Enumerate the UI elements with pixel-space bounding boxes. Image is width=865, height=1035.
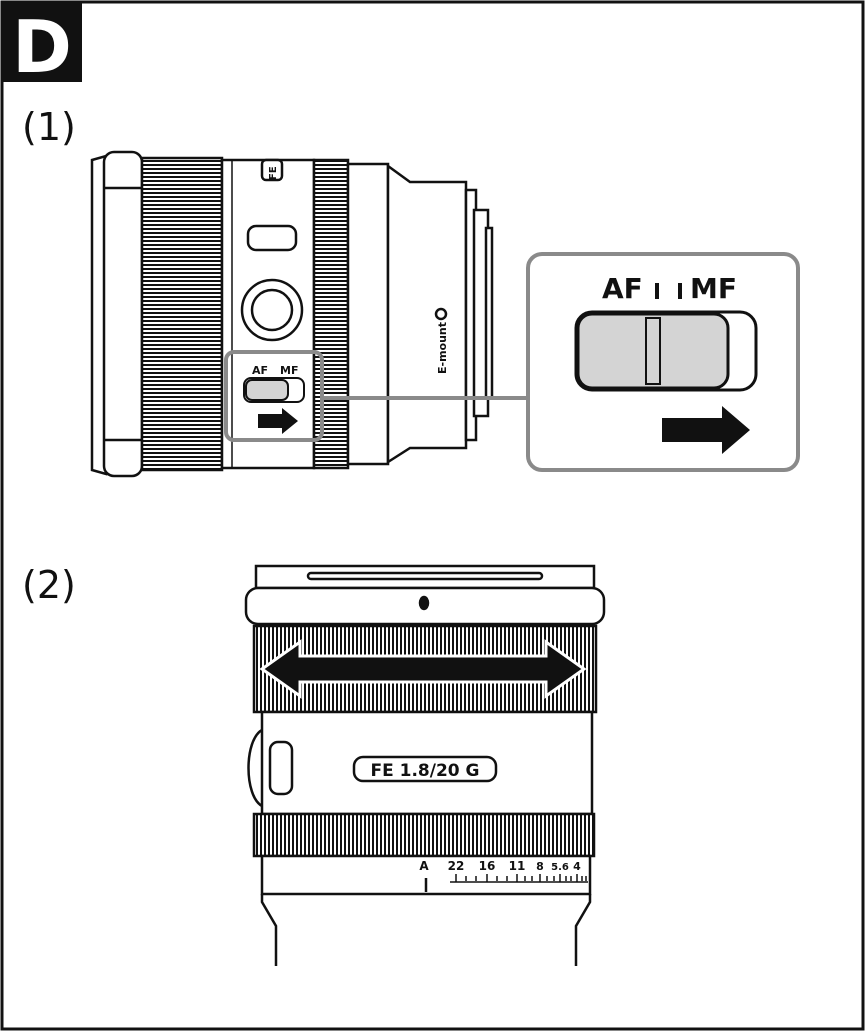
mount-label: E-mount (436, 322, 449, 374)
aperture-ticks (450, 874, 588, 883)
aperture-mark-4: 4 (573, 860, 581, 873)
lens-name: FE 1.8/20 G (371, 761, 480, 781)
aperture-mark-8: 8 (536, 860, 544, 873)
zoom-af-label: AF (602, 272, 643, 305)
aperture-mark-5-6: 5.6 (551, 862, 569, 873)
lens-side-view (90, 150, 494, 478)
zoom-tick-right (678, 283, 682, 299)
aperture-scale: A 22 16 11 8 5.6 4 (419, 859, 581, 873)
switch-af-label: AF (252, 364, 268, 377)
page-label: D (12, 5, 72, 89)
page-label-block: D (2, 2, 82, 89)
aperture-mark-a: A (419, 859, 429, 873)
zoom-mf-label: MF (690, 272, 737, 305)
zoom-tick-left (655, 283, 659, 299)
focus-mode-switch-zoom[interactable]: AF MF (526, 252, 800, 472)
step-label-2: (2) (22, 563, 76, 607)
aperture-mark-22: 22 (448, 859, 465, 873)
step-label-1: (1) (22, 105, 76, 149)
switch-mf-label: MF (280, 364, 298, 377)
aperture-mark-16: 16 (479, 859, 496, 873)
brand-mark: FE (268, 166, 279, 180)
zoom-arrow-right-icon (662, 406, 750, 454)
aperture-mark-11: 11 (509, 859, 526, 873)
rotate-ring-arrow-icon (259, 639, 587, 699)
